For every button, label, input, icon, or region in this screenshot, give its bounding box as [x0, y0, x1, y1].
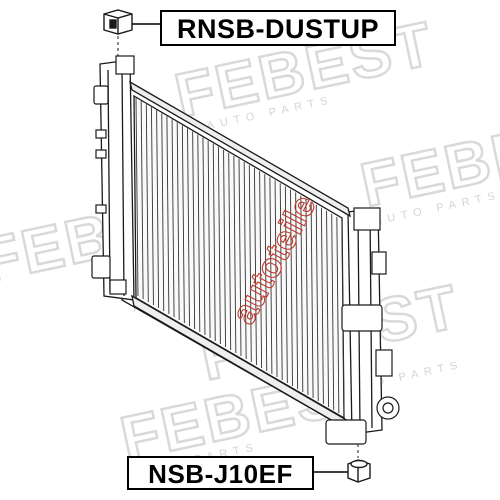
bottom-part-number-label: NSB-J10EF — [127, 456, 314, 490]
fin-line — [140, 101, 144, 300]
fin-line — [248, 165, 252, 363]
fin-line — [326, 210, 329, 408]
fin-line — [315, 204, 319, 402]
fin-line — [331, 213, 335, 411]
fin-line — [135, 97, 139, 297]
fin-line — [269, 177, 273, 375]
fin-line — [145, 104, 149, 303]
fin-line — [264, 174, 268, 372]
top-bushing-icon — [103, 9, 133, 35]
fin-line — [310, 201, 314, 399]
fin-line — [279, 183, 283, 381]
fin-line — [336, 216, 340, 414]
fin-line — [243, 162, 247, 360]
fin-line — [151, 107, 154, 306]
fin-line — [233, 155, 237, 354]
fin-line — [295, 192, 299, 390]
top-part-number-label: RNSB-DUSTUP — [160, 10, 396, 46]
bottom-bushing-icon — [347, 459, 371, 483]
left-tank-fittings — [91, 55, 135, 295]
fin-line — [212, 143, 216, 342]
fin-line — [320, 207, 324, 405]
fin-line — [207, 140, 211, 339]
fin-line — [161, 113, 165, 312]
fin-line — [300, 195, 304, 393]
fin-line — [176, 122, 180, 321]
fin-line — [223, 149, 226, 348]
fin-line — [156, 110, 160, 309]
fin-line — [217, 146, 221, 345]
fin-line — [202, 137, 206, 336]
fin-line — [187, 128, 190, 327]
fin-line — [284, 186, 288, 384]
fin-line — [228, 152, 232, 351]
fin-line — [305, 198, 309, 396]
right-tank-fittings — [325, 207, 400, 445]
fin-line — [274, 180, 278, 378]
fin-line — [192, 131, 196, 330]
fin-line — [259, 171, 263, 369]
fin-line — [254, 168, 257, 366]
fin-line — [290, 189, 293, 387]
radiator-fins — [135, 97, 345, 417]
fin-line — [171, 119, 175, 318]
fin-line — [238, 158, 242, 357]
fin-line — [197, 134, 201, 333]
fin-line — [166, 116, 170, 315]
fin-line — [181, 125, 185, 324]
